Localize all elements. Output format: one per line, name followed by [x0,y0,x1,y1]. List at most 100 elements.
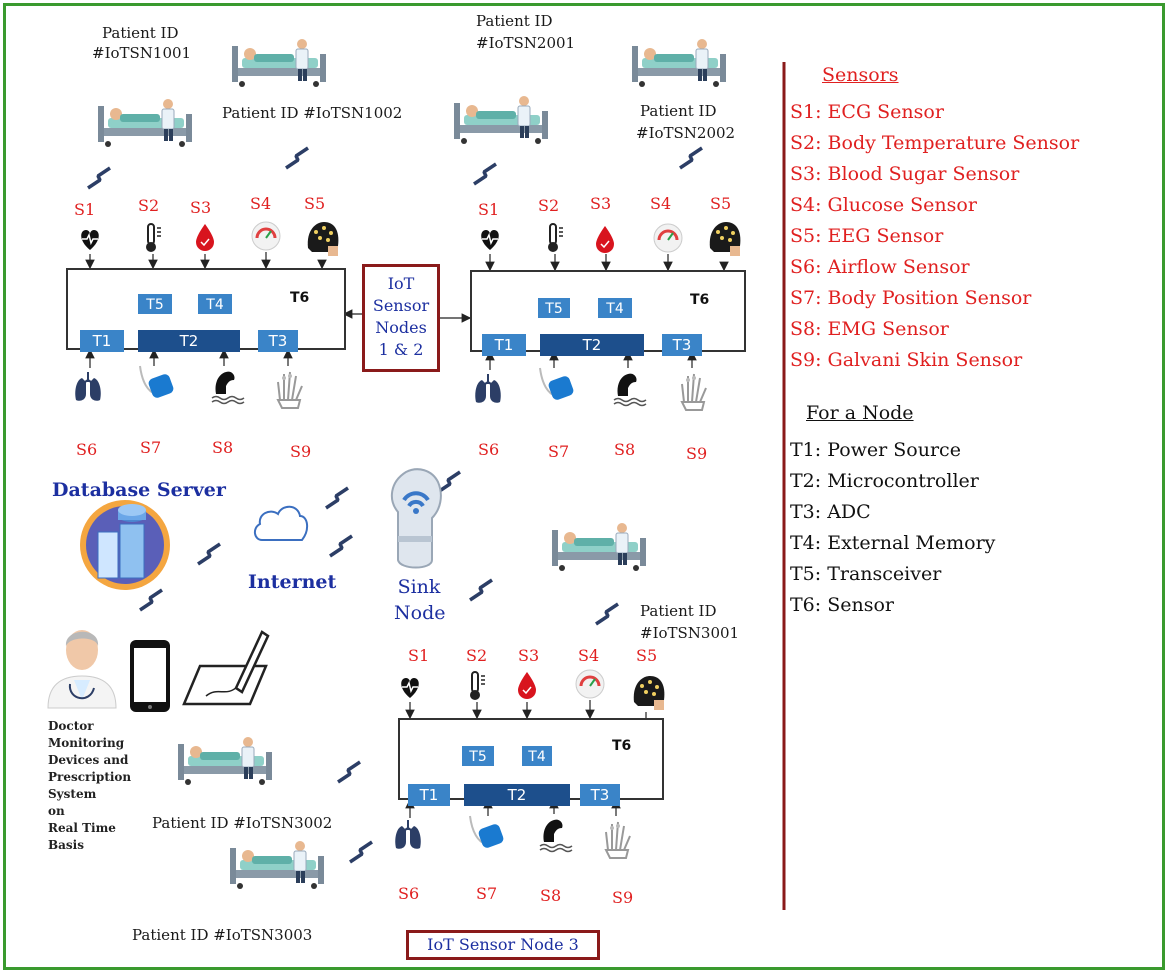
wireless-signal-icon [138,588,164,612]
patient-id-value: #IoTSN1001 [92,44,192,62]
wireless-signal-icon [328,534,354,558]
emg-muscle-icon [613,372,647,407]
skin-sensor-hand-icon [277,371,303,409]
legend-item: T6: Sensor [790,594,894,616]
legend-item: T3: ADC [790,501,871,523]
block-t5: T5 [538,298,570,318]
wireless-signal-icon [594,602,620,626]
block-t3: T3 [662,334,702,356]
patient-bed-icon [229,840,325,890]
sensor-label: S9 [686,444,708,463]
legend-item: S7: Body Position Sensor [790,287,1032,309]
label-line: Prescription [48,770,132,784]
patient-id-label: Patient ID [102,24,179,42]
block-t6: T6 [612,738,632,754]
blood-drop-icon [517,671,537,700]
wireless-signal-icon [284,146,310,170]
thermometer-icon [145,223,162,253]
thermometer-icon [547,223,564,253]
block-t3: T3 [580,784,620,806]
position-sensor-icon [469,815,506,851]
legend-item: S1: ECG Sensor [790,101,944,123]
legend-item: T4: External Memory [790,532,996,554]
node-legend-title: For a Node [806,402,914,424]
sensor-arrows-node1 [85,252,327,368]
position-sensor-icon [139,365,176,401]
iot-node-3-label: IoT Sensor Node 3 [406,930,600,960]
sensors-legend-title: Sensors [822,64,899,86]
sensor-label: S4 [650,194,672,213]
ecg-sensor-icon [480,229,500,251]
thermometer-icon [469,671,486,701]
sensor-label: S6 [478,440,500,459]
sensor-label: S3 [190,198,212,217]
tablet-pen-icon [182,630,270,706]
sensor-label: S2 [538,196,560,215]
block-t3: T3 [258,330,298,352]
legend-item: S2: Body Temperature Sensor [790,132,1080,154]
position-sensor-icon [539,367,576,403]
sensor-node-3: T5 T4 T6 T1 T2 T3 [398,718,664,806]
sink-node-icon [390,468,442,569]
label-line: IoT [387,274,415,293]
diagram-frame [3,3,1165,970]
wireless-signal-icon [336,760,362,784]
label-line: Sink [397,576,441,598]
database-server-label: Database Server [52,479,226,501]
wireless-signal-icon [196,542,222,566]
wireless-signal-icon [86,166,112,190]
block-t2: T2 [138,330,240,352]
sensor-label: S6 [398,884,420,903]
sensor-label: S3 [590,194,612,213]
block-t2: T2 [540,334,644,356]
patient-id-value: #IoTSN2001 [476,34,576,52]
skin-sensor-hand-icon [605,821,631,859]
sensor-label: S5 [304,194,326,213]
wireless-signal-icon [468,578,494,602]
label-line: Nodes [375,318,427,337]
sensor-label: S7 [548,442,570,461]
patient-bed-icon [631,38,727,88]
legend-item: S4: Glucose Sensor [790,194,977,216]
eeg-cap-icon [709,222,741,256]
ecg-sensor-icon [400,677,420,699]
ecg-sensor-icon [80,229,100,251]
glucose-meter-icon [574,668,606,700]
sensor-label: S2 [138,196,160,215]
legend-item: S3: Blood Sugar Sensor [790,163,1020,185]
block-t1: T1 [408,784,450,806]
sensor-label: S1 [478,200,500,219]
block-t6: T6 [290,290,310,306]
block-t5: T5 [138,294,172,314]
patient-id-label: Patient ID [640,102,717,120]
skin-sensor-hand-icon [681,373,707,411]
lungs-icon [394,819,422,850]
legend-item: S8: EMG Sensor [790,318,949,340]
block-t4: T4 [598,298,632,318]
blood-drop-icon [195,223,215,252]
doctor-icon [47,630,117,709]
sensor-label: S8 [540,886,562,905]
patient-id-label: Patient ID [640,602,717,620]
block-t5: T5 [462,746,494,766]
sensor-node-2: T5 T4 T6 T1 T2 T3 [470,270,746,356]
lungs-icon [474,373,502,404]
legend-panel: Sensors S1: ECG Sensor S2: Body Temperat… [790,60,1160,920]
label-line: Sensor [372,296,430,315]
lungs-icon [74,371,102,402]
wireless-signal-icon [324,486,350,510]
sensor-node-1: T5 T4 T6 T1 T2 T3 [66,268,346,352]
blood-drop-icon [595,225,615,254]
sensor-label: S2 [466,646,488,665]
legend-item: T1: Power Source [790,439,961,461]
wireless-signal-icon [678,146,704,170]
label-line: Node [394,602,446,624]
sensor-label: S7 [476,884,498,903]
sensor-label: S5 [710,194,732,213]
patient-bed-icon [231,38,327,88]
emg-muscle-icon [211,370,245,405]
legend-item: T2: Microcontroller [790,470,979,492]
legend-item: S5: EEG Sensor [790,225,944,247]
sensor-label: S3 [518,646,540,665]
